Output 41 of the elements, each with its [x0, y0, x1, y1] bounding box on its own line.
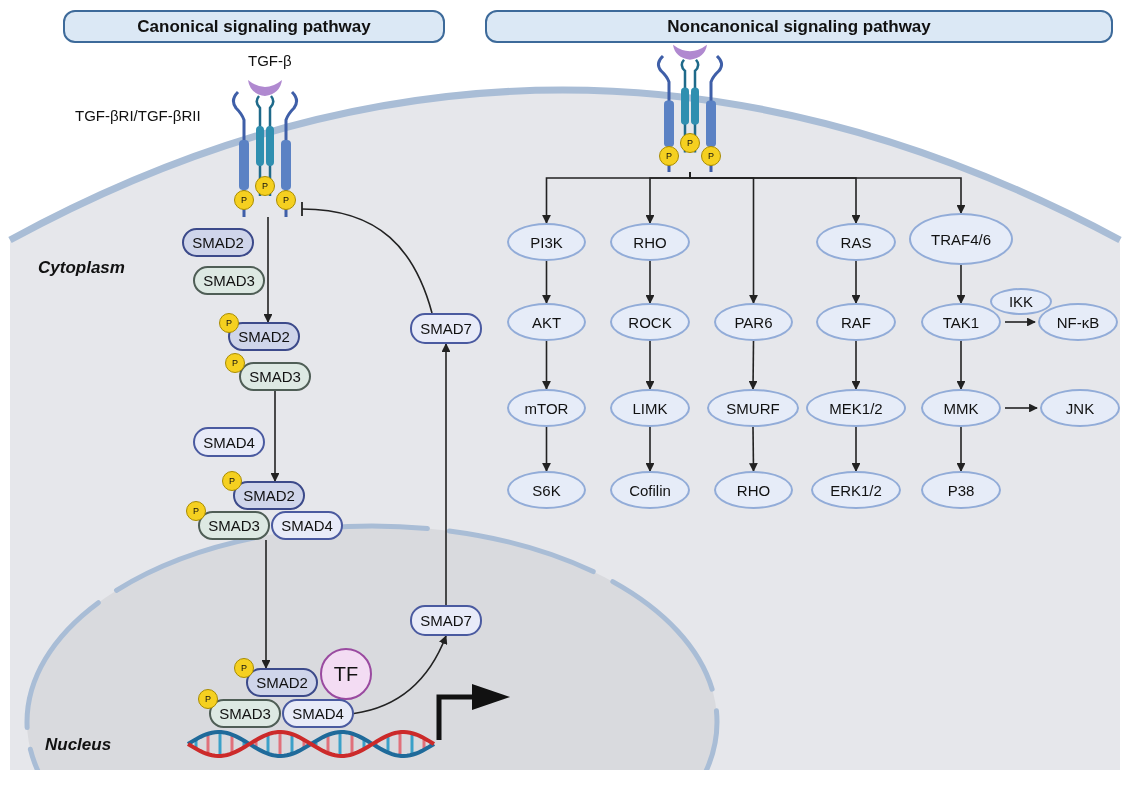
arrow [851, 340, 861, 390]
arrow [1004, 317, 1036, 327]
arrow [748, 340, 758, 390]
inhibition-line [300, 200, 433, 314]
compartment-label: Cytoplasm [38, 258, 125, 278]
receptor-label: TGF-β [248, 52, 292, 69]
protein-pill: SMAD2 [246, 668, 318, 697]
arrow [851, 260, 861, 304]
arrow [689, 171, 966, 214]
arrow [1004, 403, 1038, 413]
arrow [645, 426, 655, 472]
protein-pill: SMAD7 [410, 313, 482, 344]
compartment-label: Nucleus [45, 735, 112, 755]
protein-pill: SMAD3 [198, 511, 270, 540]
arrow [851, 426, 861, 472]
arrow [542, 260, 551, 304]
arrow [441, 343, 451, 606]
protein-pill: SMAD4 [271, 511, 343, 540]
arrow [542, 340, 551, 390]
arrow [956, 426, 966, 472]
arrow [270, 390, 280, 482]
receptor-label: TGF-βRI/TGF-βRII [75, 107, 201, 124]
section-header: Canonical signaling pathway [63, 10, 445, 43]
arrow [542, 426, 551, 472]
protein-pill: SMAD2 [182, 228, 254, 257]
arrow [645, 260, 655, 304]
section-header: Noncanonical signaling pathway [485, 10, 1113, 43]
protein-pill: SMAD4 [193, 427, 265, 457]
protein-pill: SMAD4 [282, 699, 354, 728]
arrow [263, 216, 273, 323]
protein-pill: SMAD3 [193, 266, 265, 295]
arrow [353, 635, 447, 715]
protein-pill: SMAD7 [410, 605, 482, 636]
protein-pill: SMAD3 [209, 699, 281, 728]
arrow [261, 539, 271, 669]
arrow [956, 340, 966, 390]
protein-pill: SMAD3 [239, 362, 311, 391]
arrow [956, 264, 966, 304]
protein-pill: SMAD2 [233, 481, 305, 510]
arrow [645, 340, 655, 390]
arrow [749, 426, 758, 472]
